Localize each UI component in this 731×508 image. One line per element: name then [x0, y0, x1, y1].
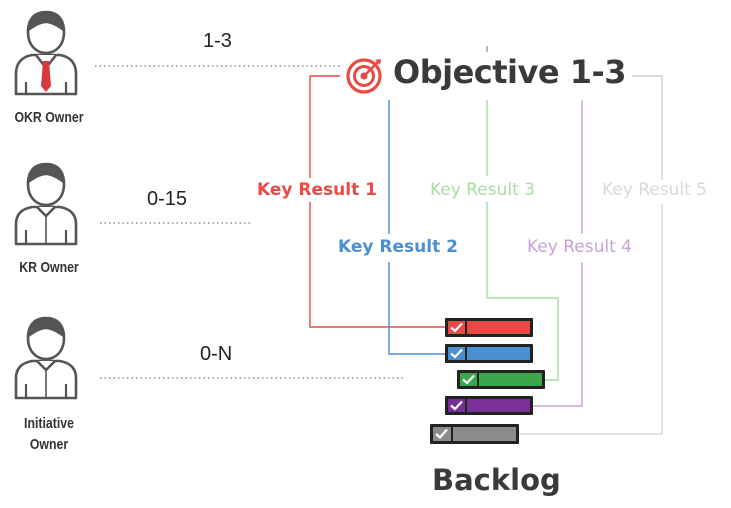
objective-bracket-left [309, 75, 340, 178]
kr4-connector [533, 100, 583, 407]
objective-bracket-right [632, 75, 663, 180]
backlog-item-5 [430, 424, 519, 444]
kr3-connector [486, 100, 559, 381]
backlog-item-1 [445, 318, 533, 337]
backlog-title: Backlog [432, 463, 561, 497]
kr1-connector [309, 202, 445, 328]
target-icon [346, 58, 382, 94]
key-result-3-label: Key Result 3 [430, 180, 535, 200]
backlog-item-2 [445, 344, 533, 363]
key-result-4-label: Key Result 4 [527, 237, 632, 257]
initiative-owner-label: Initiative Owner [24, 415, 74, 453]
key-result-1-label: Key Result 1 [257, 180, 377, 200]
kr-owner-icon [14, 162, 78, 246]
kr-owner-label: KR Owner [19, 259, 79, 276]
initiative-owner-count: 0-N [200, 343, 233, 365]
okr-owner-icon [14, 10, 78, 96]
okr-owner-label: OKR Owner [14, 109, 84, 126]
objective-title: Objective 1-3 [393, 53, 627, 91]
okr-owner-count: 1-3 [203, 30, 232, 52]
backlog-item-3 [457, 370, 545, 389]
key-result-2-label: Key Result 2 [338, 237, 458, 257]
kr5-connector [519, 204, 663, 435]
initiative-owner-icon [14, 316, 78, 400]
kr2-connector [388, 100, 445, 355]
key-result-5-label: Key Result 5 [602, 180, 707, 200]
backlog-item-4 [445, 396, 533, 415]
kr-owner-count: 0-15 [147, 188, 188, 210]
